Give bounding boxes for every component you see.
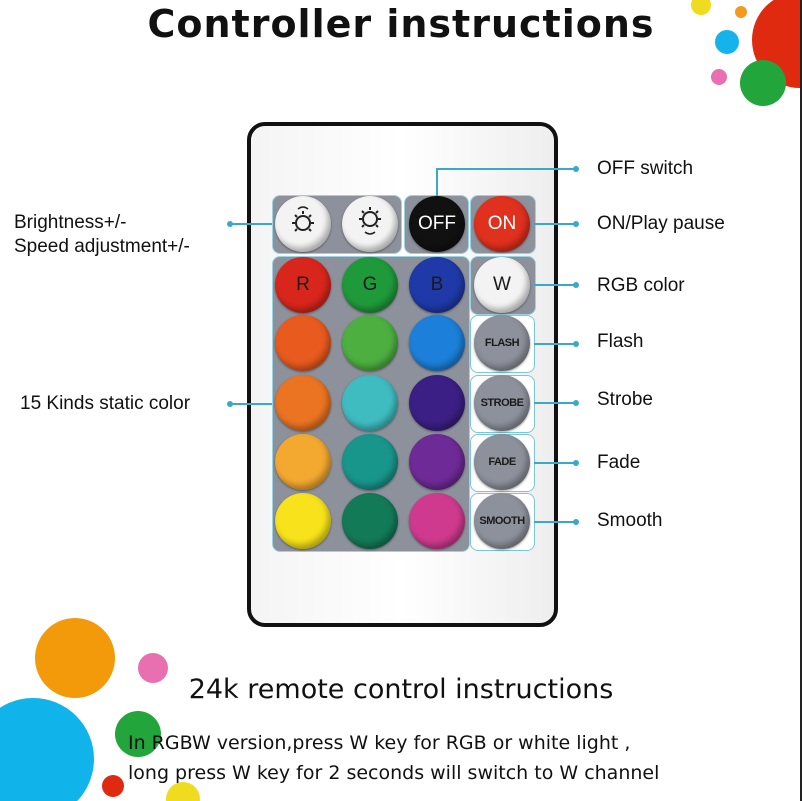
brightness-down-button[interactable] xyxy=(342,196,398,252)
color-button[interactable] xyxy=(275,315,331,371)
brightness-up-button[interactable] xyxy=(275,196,331,252)
color-button[interactable] xyxy=(409,315,465,371)
note-line-1: In RGBW version,press W key for RGB or w… xyxy=(128,732,631,754)
decor-dot xyxy=(102,775,124,797)
note-line-2: long press W key for 2 seconds will swit… xyxy=(128,762,660,784)
color-button[interactable] xyxy=(275,493,331,549)
off-button[interactable]: OFF xyxy=(409,196,465,252)
flash-button[interactable]: FLASH xyxy=(474,315,530,371)
label-fade: Fade xyxy=(597,452,641,473)
strobe-button[interactable]: STROBE xyxy=(474,375,530,431)
color-button[interactable]: R xyxy=(275,257,331,313)
label-flash: Flash xyxy=(597,331,644,352)
label-off: OFF switch xyxy=(597,158,694,179)
color-button[interactable] xyxy=(342,315,398,371)
callout-line xyxy=(534,284,576,286)
callout-dot xyxy=(227,401,233,407)
callout-line xyxy=(230,223,272,225)
color-button[interactable]: B xyxy=(409,257,465,313)
callout-dot xyxy=(227,221,233,227)
label-on: ON/Play pause xyxy=(597,213,725,234)
label-strobe: Strobe xyxy=(597,389,653,410)
w-button[interactable]: W xyxy=(474,257,530,313)
subtitle: 24k remote control instructions xyxy=(188,674,614,705)
decor-dot xyxy=(35,618,115,698)
color-button[interactable] xyxy=(409,375,465,431)
decor-dot xyxy=(740,60,786,106)
image-border xyxy=(800,0,802,801)
decor-dot xyxy=(691,0,711,15)
decor-dot xyxy=(735,6,747,18)
callout-line xyxy=(230,403,272,405)
callout-dot xyxy=(573,519,579,525)
page-title: Controller instructions xyxy=(147,2,655,46)
color-button[interactable] xyxy=(275,434,331,490)
decor-dot xyxy=(138,653,168,683)
color-button[interactable] xyxy=(409,434,465,490)
callout-dot xyxy=(573,341,579,347)
decor-dot xyxy=(0,698,94,801)
label-rgb: RGB color xyxy=(597,275,685,296)
color-button[interactable] xyxy=(342,493,398,549)
on-button[interactable]: ON xyxy=(474,196,530,252)
callout-dot xyxy=(573,400,579,406)
callout-line xyxy=(534,521,576,523)
color-button[interactable] xyxy=(409,493,465,549)
callout-line xyxy=(436,168,438,196)
callout-line xyxy=(534,343,576,345)
brightness-down-icon xyxy=(355,205,385,243)
callout-dot xyxy=(573,221,579,227)
decor-dot xyxy=(711,69,727,85)
callout-line xyxy=(436,168,576,170)
fade-button[interactable]: FADE xyxy=(474,434,530,490)
label-speed: Speed adjustment+/- xyxy=(14,236,190,257)
color-button[interactable]: G xyxy=(342,257,398,313)
decor-dot xyxy=(166,782,200,801)
callout-dot xyxy=(573,460,579,466)
label-smooth: Smooth xyxy=(597,510,663,531)
color-button[interactable] xyxy=(342,375,398,431)
label-brightness: Brightness+/- xyxy=(14,212,127,233)
callout-line xyxy=(534,402,576,404)
label-static-color: 15 Kinds static color xyxy=(20,393,191,414)
callout-dot xyxy=(573,282,579,288)
color-button[interactable] xyxy=(275,375,331,431)
brightness-up-icon xyxy=(288,205,318,243)
decor-dot xyxy=(115,711,161,757)
color-button[interactable] xyxy=(342,434,398,490)
decor-dot xyxy=(715,30,739,54)
smooth-button[interactable]: SMOOTH xyxy=(474,493,530,549)
callout-line xyxy=(534,462,576,464)
callout-line xyxy=(534,223,576,225)
callout-dot xyxy=(573,166,579,172)
